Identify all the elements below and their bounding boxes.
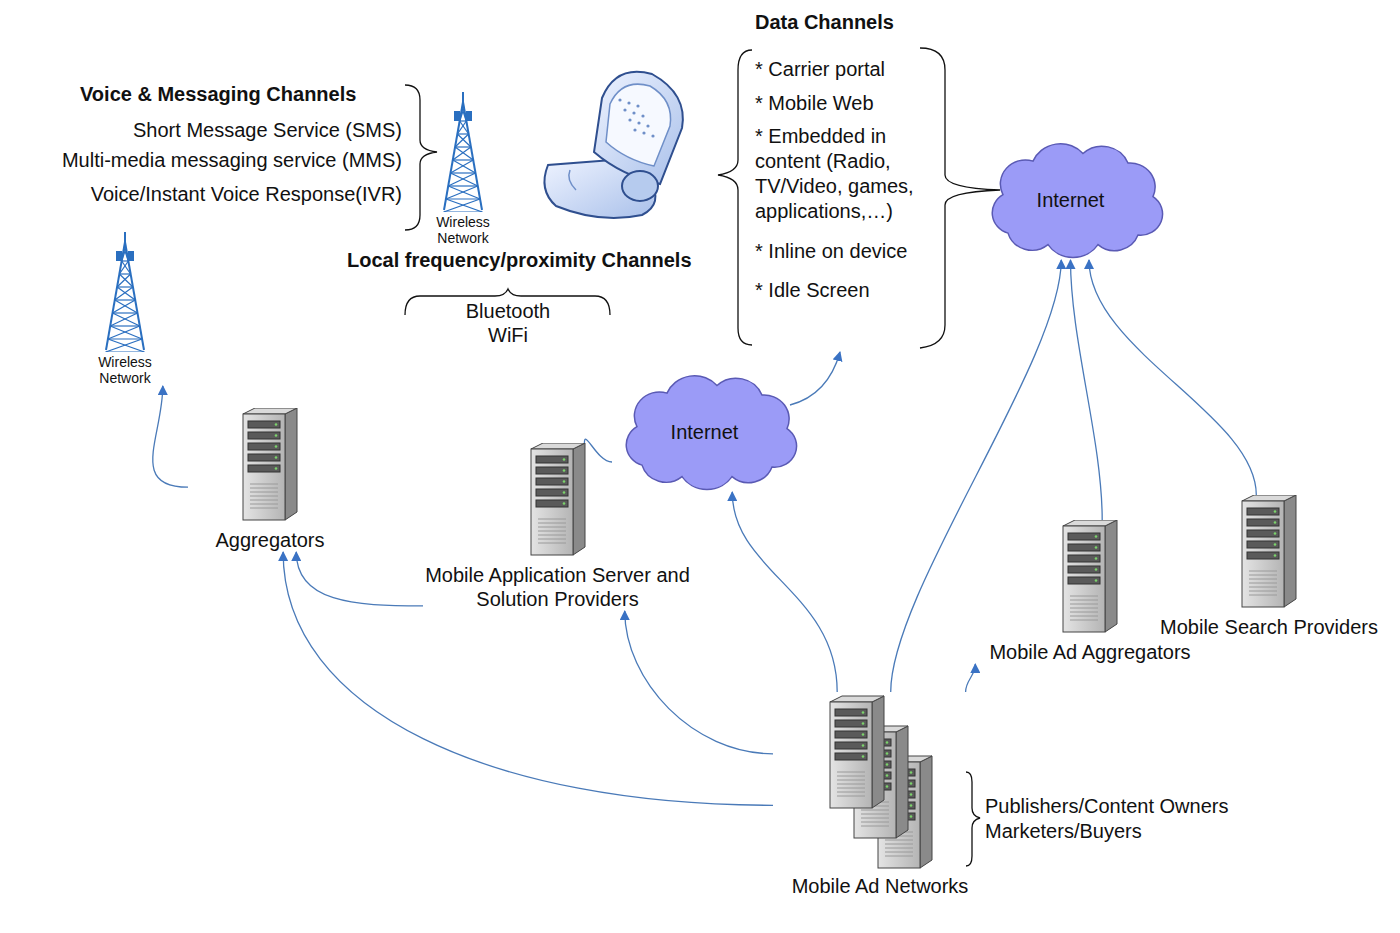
channel-label: Short Message Service (SMS): [133, 118, 402, 143]
channel-heading: Voice & Messaging Channels: [80, 82, 356, 107]
node-label: Mobile Ad Aggregators: [968, 640, 1212, 664]
channel-label: * Idle Screen: [755, 278, 870, 303]
connector-arrow: [966, 664, 976, 692]
server-stack: Mobile Ad Networks: [773, 692, 987, 898]
connector-arrow: [584, 439, 612, 462]
brackets: [405, 48, 1000, 866]
data-right-bracket: [920, 48, 1000, 348]
connector-arrow: [296, 552, 423, 606]
channel-label: Multi-media messaging service (MMS): [62, 148, 402, 173]
connector-arrow: [1071, 260, 1103, 520]
data-left-bracket: [718, 50, 752, 345]
channel-heading: Local frequency/proximity Channels: [347, 248, 692, 273]
channel-label: Publishers/Content Owners: [985, 794, 1228, 819]
channel-label: * Mobile Web: [755, 91, 874, 116]
voice-bracket: [405, 85, 437, 230]
channel-label: Voice/Instant Voice Response(IVR): [91, 182, 402, 207]
ad-network-bracket: [966, 772, 980, 866]
node-label: Mobile Search Providers: [1142, 615, 1396, 639]
connector-arrow: [732, 492, 837, 692]
phone-illustration: [544, 72, 682, 218]
connector-arrow: [1089, 260, 1256, 495]
server-icon: [1061, 520, 1119, 634]
data-arrow: [790, 352, 840, 405]
server-box: Mobile Application Server and Solution P…: [423, 443, 692, 611]
wireless-tower: Wireless Network: [83, 230, 167, 386]
connector-arrow: [153, 386, 188, 487]
cloud-label: Internet: [671, 420, 739, 444]
connector-arrow: [891, 260, 1062, 692]
channel-label: WiFi: [488, 323, 528, 348]
server-stack-icon: [826, 692, 934, 870]
internet-cloud: Internet: [978, 140, 1163, 260]
server-box: Mobile Ad Aggregators: [968, 520, 1212, 664]
channel-label: * Inline on device: [755, 239, 907, 264]
channel-heading: Data Channels: [755, 10, 894, 35]
channel-label: Bluetooth: [466, 299, 551, 324]
channel-label: * Carrier portal: [755, 57, 885, 82]
tower-symbol: [100, 230, 150, 352]
node-label: Mobile Application Server and Solution P…: [423, 563, 692, 611]
server-icon: [241, 408, 299, 522]
internet-cloud: Internet: [612, 372, 797, 492]
server-box: Aggregators: [188, 408, 352, 552]
connector-arrow: [283, 552, 773, 805]
node-label: Wireless Network: [421, 214, 505, 246]
node-label: Aggregators: [188, 528, 352, 552]
channel-label: Marketers/Buyers: [985, 819, 1142, 844]
wireless-tower: Wireless Network: [421, 90, 505, 246]
server-box: Mobile Search Providers: [1142, 495, 1396, 639]
tower-symbol: [438, 90, 488, 212]
server-icon: [1240, 495, 1298, 609]
server-icon: [529, 443, 587, 557]
connector-arrow: [625, 611, 773, 754]
node-label: Mobile Ad Networks: [773, 874, 987, 898]
cloud-label: Internet: [1037, 188, 1105, 212]
node-label: Wireless Network: [83, 354, 167, 386]
channel-label: * Embedded in content (Radio, TV/Video, …: [755, 124, 937, 224]
